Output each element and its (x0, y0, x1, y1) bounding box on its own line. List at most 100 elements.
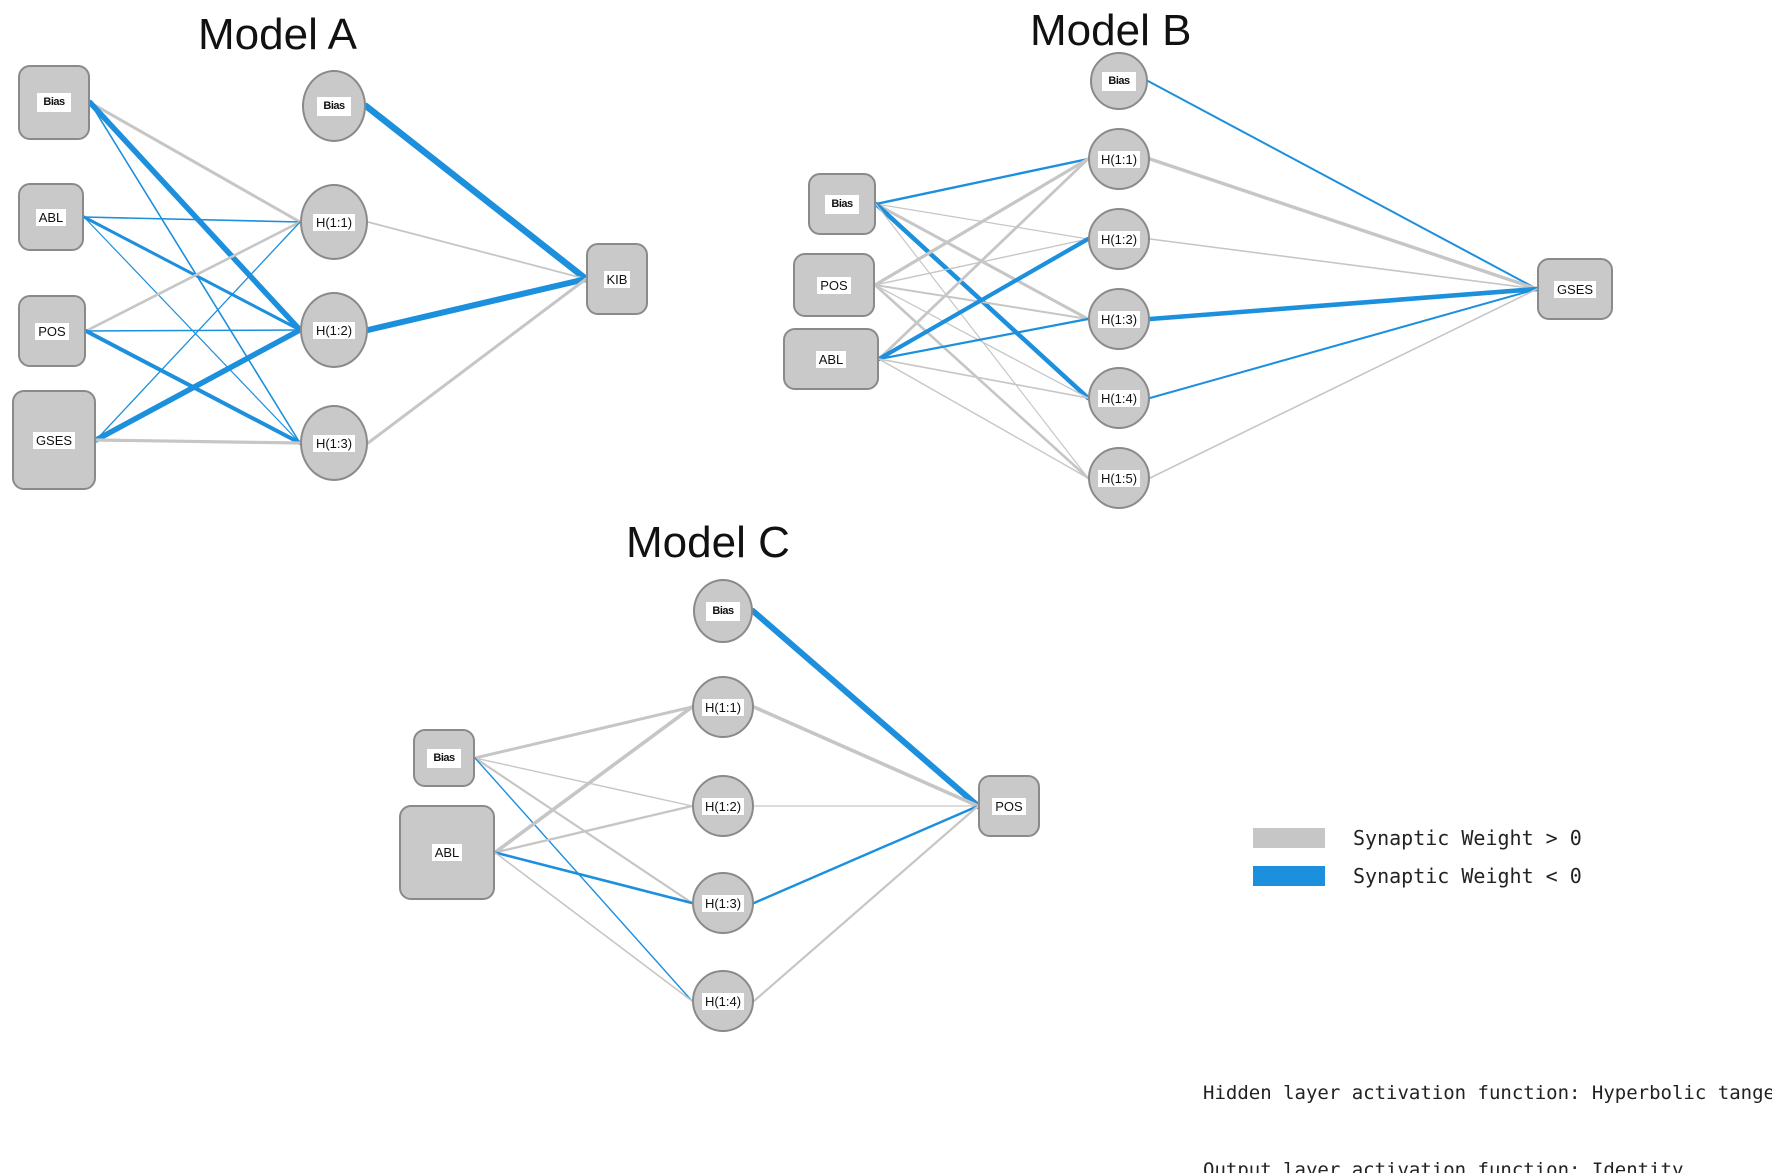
edge-a-pos-to-a-h12 (85, 329, 301, 332)
node-c-h12[interactable]: H(1:2) (692, 775, 754, 837)
node-c-h11[interactable]: H(1:1) (692, 676, 754, 738)
edge-a-bias-in-to-a-h13 (89, 101, 301, 444)
node-label-a-gses: GSES (32, 431, 76, 449)
node-b-h12[interactable]: H(1:2) (1088, 208, 1150, 270)
weight-legend: Synaptic Weight > 0 Synaptic Weight < 0 (1253, 826, 1582, 902)
node-a-gses[interactable]: GSES (12, 390, 96, 490)
hidden-activation-line: Hidden layer activation function: Hyperb… (1203, 1082, 1772, 1105)
legend-row-negative: Synaptic Weight < 0 (1253, 864, 1582, 888)
node-label-b-bias-in: Bias (825, 194, 859, 214)
edge-c-bias-h-to-c-pos (750, 608, 981, 809)
model-title-model-c: Model C (626, 518, 790, 567)
node-a-h13[interactable]: H(1:3) (300, 405, 368, 481)
edge-b-h15-to-b-gses (1149, 288, 1538, 479)
node-b-h14[interactable]: H(1:4) (1088, 367, 1150, 429)
edge-a-h12-to-a-kib (365, 276, 589, 333)
edge-b-abl-to-b-h13 (877, 317, 1090, 361)
edge-a-bias-in-to-a-h11 (88, 101, 302, 224)
edge-c-abl-to-c-h13 (493, 851, 694, 905)
node-c-h14[interactable]: H(1:4) (692, 970, 754, 1032)
node-label-c-bias-h: Bias (706, 601, 740, 621)
edge-a-abl-to-a-h11 (83, 216, 301, 223)
edge-b-bias-in-to-b-h11 (874, 157, 1090, 206)
node-label-b-h12: H(1:2) (1097, 230, 1141, 248)
activation-function-note: Hidden layer activation function: Hyperb… (1203, 1030, 1772, 1173)
node-label-b-abl: ABL (815, 350, 847, 368)
node-label-a-pos: POS (35, 322, 69, 340)
node-label-c-h14: H(1:4) (701, 992, 745, 1010)
edge-b-abl-to-b-h11 (877, 157, 1090, 361)
node-a-kib[interactable]: KIB (586, 243, 648, 315)
node-label-c-abl: ABL (431, 844, 463, 861)
edge-c-bias-in-to-c-h14 (474, 757, 693, 1002)
edge-b-pos-to-b-h11 (873, 157, 1090, 287)
node-label-c-bias-in: Bias (427, 748, 461, 768)
node-label-b-pos: POS (817, 276, 851, 294)
node-label-a-bias-in: Bias (37, 93, 71, 112)
edge-c-abl-to-c-h12 (493, 804, 694, 854)
node-b-h13[interactable]: H(1:3) (1088, 288, 1150, 350)
node-c-abl[interactable]: ABL (399, 805, 495, 900)
node-c-h13[interactable]: H(1:3) (692, 872, 754, 934)
edge-b-h12-to-b-gses (1149, 238, 1538, 290)
edge-b-bias-h-to-b-gses (1147, 80, 1538, 290)
node-label-a-bias-h: Bias (317, 96, 351, 116)
node-b-pos[interactable]: POS (793, 253, 875, 317)
edge-a-gses-to-a-h12 (93, 327, 303, 443)
edge-c-bias-in-to-c-h11 (473, 705, 694, 760)
node-label-a-h13: H(1:3) (312, 434, 356, 452)
node-label-b-h15: H(1:5) (1097, 469, 1141, 487)
node-b-h15[interactable]: H(1:5) (1088, 447, 1150, 509)
node-label-a-h11: H(1:1) (312, 213, 356, 231)
node-a-h11[interactable]: H(1:1) (300, 184, 368, 260)
output-activation-line: Output layer activation function: Identi… (1203, 1159, 1684, 1173)
node-a-h12[interactable]: H(1:2) (300, 292, 368, 368)
node-a-abl[interactable]: ABL (18, 183, 84, 251)
edge-b-h11-to-b-gses (1148, 157, 1539, 291)
node-c-bias-in[interactable]: Bias (413, 729, 475, 787)
model-title-model-a: Model A (198, 10, 357, 59)
node-b-h11[interactable]: H(1:1) (1088, 128, 1150, 190)
edge-b-h14-to-b-gses (1149, 288, 1538, 399)
node-label-b-h13: H(1:3) (1097, 310, 1141, 328)
edge-a-bias-h-to-a-kib (362, 102, 590, 283)
edge-a-abl-to-a-h12 (82, 215, 302, 332)
node-label-a-abl: ABL (35, 208, 67, 226)
edge-c-abl-to-c-h11 (493, 705, 694, 855)
node-label-a-h12: H(1:2) (312, 321, 356, 339)
node-b-bias-h[interactable]: Bias (1090, 52, 1148, 110)
edge-c-h14-to-c-pos (752, 804, 980, 1003)
node-b-abl[interactable]: ABL (783, 328, 879, 390)
edge-c-h13-to-c-pos (752, 804, 980, 905)
node-a-bias-h[interactable]: Bias (302, 70, 366, 142)
legend-row-positive: Synaptic Weight > 0 (1253, 826, 1582, 850)
node-label-b-gses: GSES (1553, 280, 1597, 298)
edge-a-pos-to-a-h11 (84, 220, 302, 333)
node-label-c-pos: POS (992, 797, 1026, 815)
edge-b-abl-to-b-h15 (878, 358, 1089, 479)
model-title-model-b: Model B (1030, 6, 1192, 55)
node-b-gses[interactable]: GSES (1537, 258, 1613, 320)
edge-b-h13-to-b-gses (1147, 286, 1540, 322)
edge-b-pos-to-b-h15 (873, 283, 1090, 480)
legend-swatch-negative (1253, 866, 1325, 886)
node-c-bias-h[interactable]: Bias (693, 579, 753, 643)
legend-label-positive: Synaptic Weight > 0 (1353, 826, 1582, 850)
edge-b-abl-to-b-h12 (876, 236, 1091, 362)
node-b-bias-in[interactable]: Bias (808, 173, 876, 235)
edge-b-bias-in-to-b-h15 (875, 203, 1089, 479)
node-label-c-h13: H(1:3) (701, 894, 745, 912)
edge-a-bias-in-to-a-h12 (87, 99, 303, 333)
node-a-bias-in[interactable]: Bias (18, 65, 90, 140)
node-a-pos[interactable]: POS (18, 295, 86, 367)
node-label-b-h11: H(1:1) (1097, 150, 1141, 168)
edge-c-abl-to-c-h14 (494, 851, 693, 1002)
edge-a-gses-to-a-h11 (95, 221, 301, 441)
node-c-pos[interactable]: POS (978, 775, 1040, 837)
edge-b-abl-to-b-h14 (878, 358, 1089, 399)
node-label-a-kib: KIB (603, 270, 631, 288)
node-label-c-h11: H(1:1) (701, 698, 745, 716)
edge-c-bias-in-to-c-h12 (474, 757, 693, 807)
